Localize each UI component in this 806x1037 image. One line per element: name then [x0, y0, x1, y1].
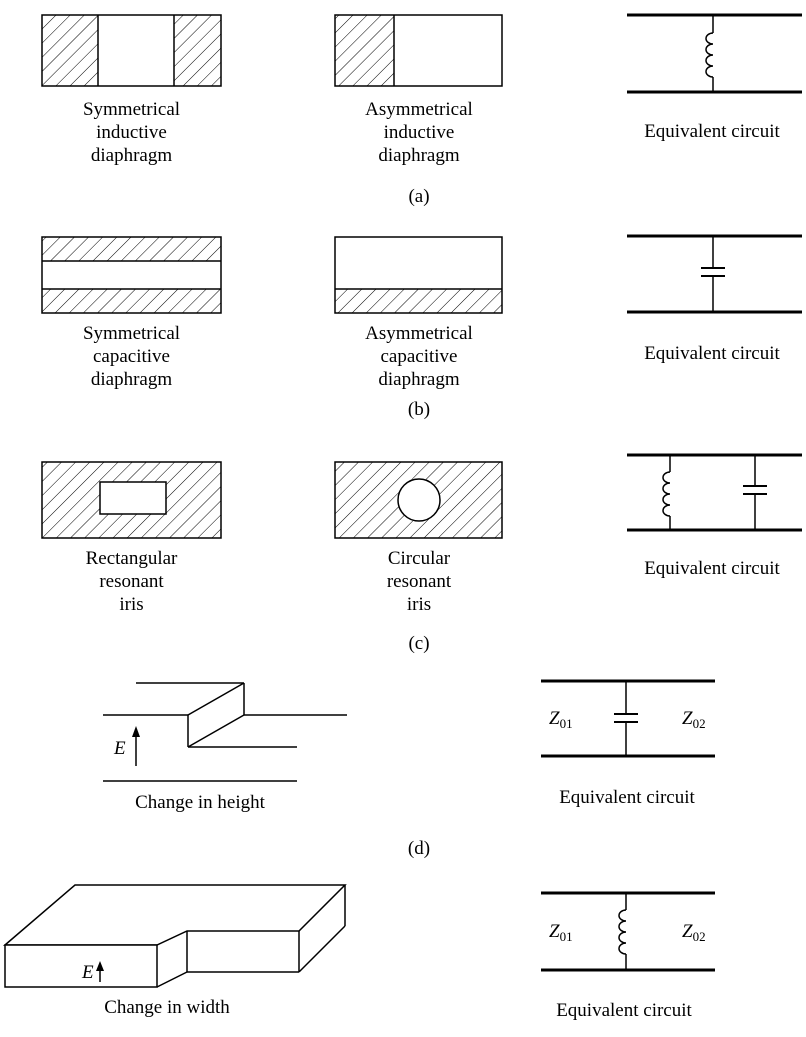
caption-equivalent-circuit-e: Equivalent circuit: [556, 1000, 692, 1021]
panel-label-c: (c): [408, 633, 430, 654]
e-field-label: E: [114, 738, 126, 759]
caption-sym-inductive: Symmetrical inductive diaphragm: [82, 99, 181, 166]
equivalent-circuit-e: [541, 891, 715, 972]
z01-label-e: Z01: [549, 921, 573, 944]
sym-capacitive-diaphragm: [41, 236, 222, 314]
equivalent-circuit-c: [627, 453, 802, 532]
caption-equivalent-circuit-c: Equivalent circuit: [644, 558, 780, 579]
caption-change-width: Change in width: [104, 997, 230, 1018]
asym-capacitive-diaphragm: [334, 236, 503, 314]
rectangular-resonant-iris: [41, 461, 222, 539]
caption-equivalent-circuit-b: Equivalent circuit: [644, 343, 780, 364]
z02-label-e: Z02: [682, 921, 706, 944]
panel-label-a: (a): [408, 186, 430, 207]
panel-label-b: (b): [407, 399, 431, 420]
change-in-height-drawing: [103, 682, 347, 782]
equivalent-circuit-d: [541, 679, 715, 758]
panel-label-d: (d): [407, 838, 431, 859]
inductor-symbol: [705, 32, 714, 78]
circular-resonant-iris: [334, 461, 503, 539]
change-in-width-drawing: [2, 884, 347, 988]
sym-inductive-diaphragm: [41, 14, 222, 87]
caption-asym-inductive: Asymmetrical inductive diaphragm: [365, 99, 473, 166]
e-field-label-2: E: [82, 962, 94, 983]
equivalent-circuit-a: [627, 13, 802, 94]
caption-circ-iris: Circular resonant iris: [386, 548, 452, 615]
caption-equivalent-circuit-a: Equivalent circuit: [644, 121, 780, 142]
caption-rect-iris: Rectangular resonant iris: [85, 548, 178, 615]
caption-asym-capacitive: Asymmetrical capacitive diaphragm: [365, 323, 473, 390]
inductor-symbol: [662, 471, 671, 517]
z02-label-d: Z02: [682, 708, 706, 731]
asym-inductive-diaphragm: [334, 14, 503, 87]
caption-equivalent-circuit-d: Equivalent circuit: [559, 787, 695, 808]
caption-change-height: Change in height: [135, 792, 265, 813]
caption-sym-capacitive: Symmetrical capacitive diaphragm: [82, 323, 181, 390]
inductor-symbol: [618, 909, 627, 955]
equivalent-circuit-b: [627, 234, 802, 314]
z01-label-d: Z01: [549, 708, 573, 731]
